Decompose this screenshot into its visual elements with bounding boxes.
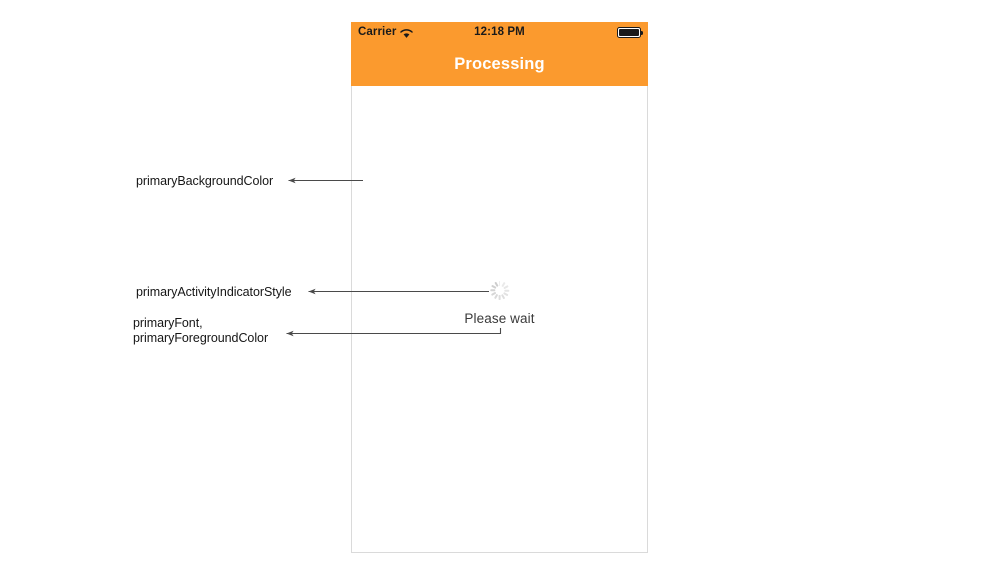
battery-fill — [618, 28, 640, 37]
battery-full-icon — [617, 27, 644, 38]
spinner-spoke — [498, 281, 501, 287]
spinner-spoke — [490, 289, 496, 292]
activity-indicator-spinner — [490, 281, 510, 300]
spinner-spoke — [498, 294, 501, 300]
carrier-label: Carrier — [358, 26, 397, 38]
annotation-primary-background-color: primaryBackgroundColor — [136, 174, 274, 188]
annotation-primary-activity-indicator-style: primaryActivityIndicatorStyle — [136, 285, 292, 299]
spinner-spoke — [503, 289, 510, 292]
please-wait-label: Please wait — [464, 311, 535, 326]
spinner-spoke — [502, 285, 509, 290]
status-bar-left: Carrier — [358, 24, 414, 40]
phone-mockup: Carrier 12:18 PM Processing — [351, 22, 648, 553]
spinner-spoke — [494, 293, 499, 300]
status-bar: Carrier 12:18 PM — [351, 22, 648, 42]
status-bar-right — [617, 27, 644, 38]
wifi-icon — [400, 28, 414, 39]
navigation-bar: Processing — [351, 42, 648, 86]
phone-content-background — [351, 86, 648, 553]
spinner-spoke — [500, 293, 505, 300]
page-title: Processing — [454, 54, 545, 73]
annotation-primary-font-foreground-color: primaryFont, primaryForegroundColor — [133, 316, 269, 345]
status-bar-time: 12:18 PM — [474, 26, 525, 38]
